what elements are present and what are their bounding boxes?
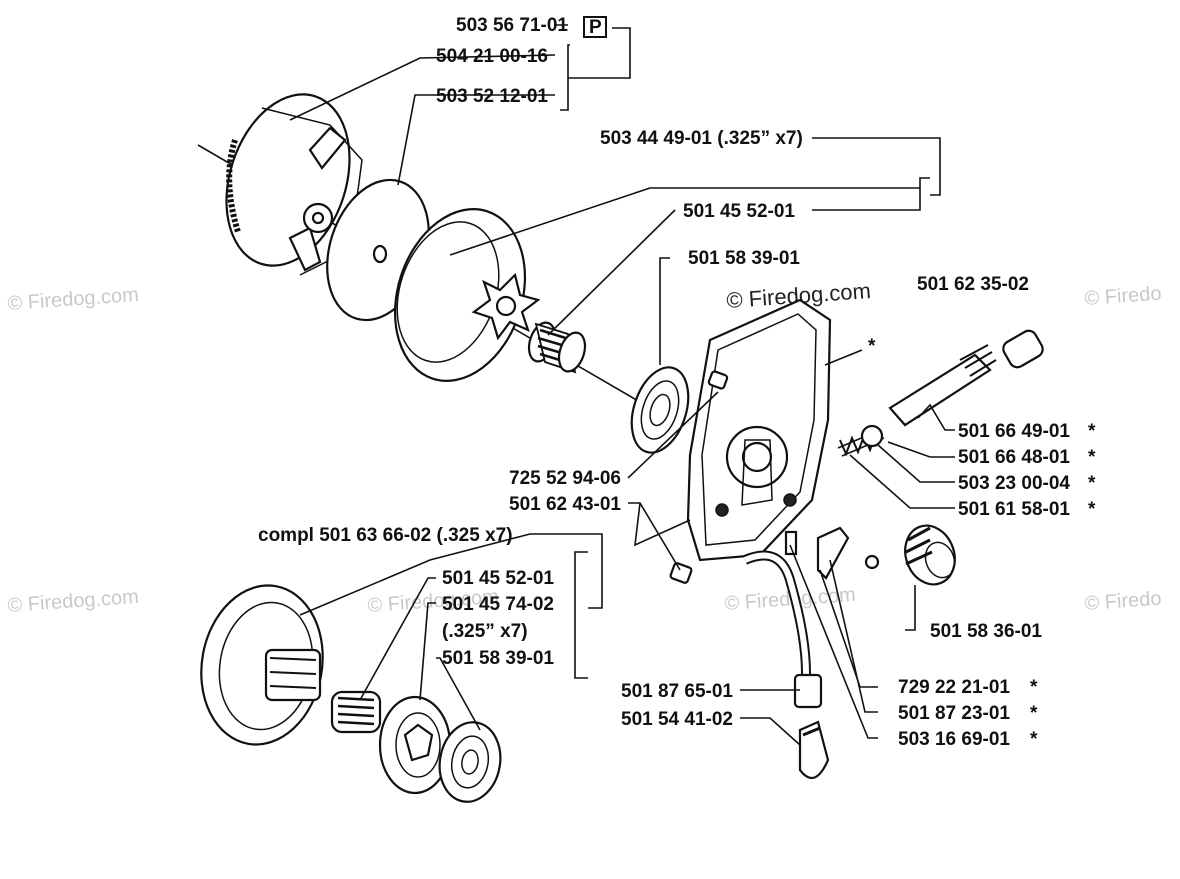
label-star: *	[868, 336, 876, 357]
label-part: 729 22 21-01	[898, 677, 1010, 698]
label-part: (.325” x7)	[442, 621, 528, 642]
label-star: *	[1030, 729, 1038, 750]
clutch-shoe	[288, 226, 322, 272]
label-star: *	[1030, 703, 1038, 724]
label-star: *	[1088, 421, 1096, 442]
label-part: 503 16 69-01	[898, 729, 1010, 750]
leader-lines	[289, 24, 955, 746]
sprocket-center	[495, 295, 517, 317]
rim-washer-inner	[640, 380, 680, 440]
label-part: 501 66 49-01	[958, 421, 1070, 442]
label-star: *	[1030, 677, 1038, 698]
part-labels: 503 56 71-01 P 504 21 00-16 503 52 12-01…	[258, 15, 1096, 750]
label-part: 503 23 00-04	[958, 473, 1070, 494]
kit-washer	[438, 721, 502, 803]
label-star: *	[1088, 473, 1096, 494]
diagram-code: 501 62 35-02	[917, 274, 1029, 295]
clutch-hub-hole	[311, 211, 325, 225]
label-part: 501 61 58-01	[958, 499, 1070, 520]
label-part: 501 45 52-01	[683, 201, 795, 222]
label-part: 503 52 12-01	[436, 86, 548, 107]
oil-filter	[798, 720, 830, 780]
clutch-shoe	[308, 126, 347, 170]
washer-hole	[372, 244, 388, 264]
label-part: 501 66 48-01	[958, 447, 1070, 468]
oil-pump-assembly	[669, 298, 1044, 780]
watermark-text: © Firedo	[1084, 283, 1162, 310]
label-part: 501 58 39-01	[688, 248, 800, 269]
label-part: 501 58 39-01	[442, 648, 554, 669]
label-part: 501 45 52-01	[442, 568, 554, 589]
watermark-text: © Firedog.com	[7, 284, 140, 315]
label-part: 501 87 65-01	[621, 681, 733, 702]
pro-badge-text: P	[589, 17, 602, 38]
kit-needle-bearing	[330, 690, 382, 734]
screw	[707, 370, 729, 390]
label-part: 501 54 41-02	[621, 709, 733, 730]
pro-badge: P	[583, 16, 607, 38]
small-parts	[784, 526, 880, 580]
worm-shaft	[888, 329, 1044, 427]
label-part: 725 52 94-06	[509, 468, 621, 489]
label-part: 503 44 49-01 (.325” x7)	[600, 128, 803, 149]
oil-hose	[743, 550, 823, 709]
clutch-drum-kit	[200, 584, 502, 803]
label-part: 504 21 00-16	[436, 46, 548, 67]
label-part: 501 45 74-02	[442, 594, 554, 615]
needle-bearing	[527, 321, 587, 374]
label-part: compl 501 63 66-02 (.325 x7)	[258, 525, 513, 546]
pump-body-center	[741, 441, 773, 473]
label-part: 501 58 36-01	[930, 621, 1042, 642]
clutch-assembly	[197, 93, 690, 454]
label-part: 501 62 43-01	[509, 494, 621, 515]
watermark-text: © Firedo	[1084, 588, 1162, 615]
rim-washer	[630, 366, 690, 454]
label-part: 501 87 23-01	[898, 703, 1010, 724]
nut	[669, 562, 693, 584]
label-part: 503 56 71-01	[456, 15, 568, 36]
kit-sprocket-rim	[378, 695, 452, 795]
label-star: *	[1088, 447, 1096, 468]
adjust-screw	[860, 424, 884, 448]
worm-gear	[904, 524, 956, 586]
label-star: *	[1088, 499, 1096, 520]
watermark-text: © Firedog.com	[7, 586, 140, 617]
